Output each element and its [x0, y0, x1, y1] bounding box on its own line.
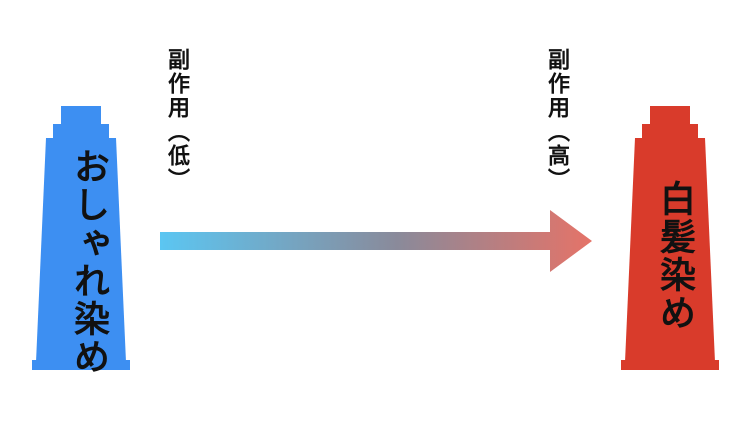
left-tube-body	[36, 138, 126, 362]
left-tube	[32, 106, 130, 370]
right-tube-body	[625, 138, 715, 362]
arrow-shape	[160, 210, 592, 272]
right-tube	[621, 106, 719, 370]
gradient-arrow	[160, 210, 592, 272]
left-tube-cap	[61, 106, 101, 128]
right-tube-cap	[650, 106, 690, 128]
side-effect-high-label: 副作用（高）	[544, 48, 569, 192]
side-effect-low-label: 副作用（低）	[164, 48, 189, 192]
left-tube-label: おしゃれ染め	[68, 148, 109, 376]
right-tube-crimp	[621, 360, 719, 370]
left-tube-neck	[53, 124, 109, 138]
right-tube-label: 白髪染め	[654, 180, 695, 332]
left-tube-crimp	[32, 360, 130, 370]
right-tube-neck	[642, 124, 698, 138]
